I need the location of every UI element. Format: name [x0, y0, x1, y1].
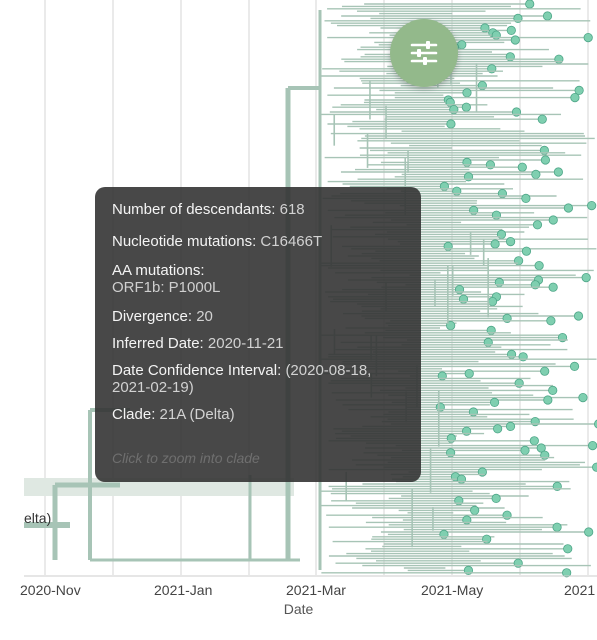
tip-node[interactable]	[536, 443, 546, 453]
tip-node[interactable]	[540, 366, 550, 376]
tip-node[interactable]	[505, 237, 516, 247]
tip-node[interactable]	[490, 239, 500, 249]
tip-node[interactable]	[584, 527, 594, 537]
descendants-label: Number of descendants:	[112, 201, 276, 218]
tip-node[interactable]	[543, 395, 553, 405]
tip-node[interactable]	[491, 493, 501, 503]
tip-node[interactable]	[505, 421, 516, 431]
descendants-value: 618	[279, 201, 305, 218]
inferred-date-label: Inferred Date:	[112, 335, 204, 352]
tip-node[interactable]	[548, 215, 558, 225]
tip-node[interactable]	[531, 169, 541, 179]
tip-node[interactable]	[521, 193, 531, 203]
divergence-label: Divergence:	[112, 308, 193, 325]
tip-node[interactable]	[493, 424, 503, 434]
tip-node[interactable]	[583, 32, 593, 43]
tip-node[interactable]	[532, 220, 543, 230]
tip-node[interactable]	[546, 316, 556, 326]
tip-node[interactable]	[570, 93, 580, 103]
tip-node[interactable]	[464, 368, 474, 379]
divergence-value: 20	[196, 308, 213, 325]
zoom-hint: Click to zoom into clade	[112, 450, 260, 466]
tip-node[interactable]	[563, 203, 574, 213]
tip-node[interactable]	[578, 392, 588, 403]
tip-node[interactable]	[470, 505, 480, 515]
tip-node[interactable]	[548, 282, 558, 292]
node-info-tooltip: Number of descendants: 618 Nucleotide mu…	[95, 187, 421, 482]
x-axis-title: Date	[283, 601, 314, 617]
tip-node[interactable]	[537, 114, 547, 124]
tip-node[interactable]	[521, 246, 532, 256]
aa-mutations-row: AA mutations: ORF1b: P1000L	[112, 262, 409, 296]
clade-label: elta)	[24, 510, 52, 526]
tip-node[interactable]	[461, 102, 471, 112]
tip-node[interactable]	[529, 436, 539, 446]
clade-row: Clade: 21A (Delta)	[112, 406, 409, 423]
divergence-row: Divergence: 20	[112, 308, 409, 325]
filter-button[interactable]	[390, 19, 458, 87]
tip-node[interactable]	[534, 260, 544, 271]
x-axis-tick: 2021-Mar	[286, 582, 346, 598]
sliders-icon	[410, 41, 438, 65]
tip-node[interactable]	[525, 0, 535, 9]
tip-node[interactable]	[562, 568, 572, 578]
clade-value: 21A (Delta)	[159, 406, 235, 423]
tip-node[interactable]	[517, 162, 527, 172]
descendants-row: Number of descendants: 618	[112, 201, 409, 218]
tip-node[interactable]	[542, 11, 553, 21]
aa-mutations-label: AA mutations:	[112, 262, 205, 279]
tip-node[interactable]	[540, 155, 551, 165]
aa-mutations-value: ORF1b: P1000L	[112, 279, 221, 296]
tip-node[interactable]	[581, 272, 591, 283]
tip-node[interactable]	[548, 385, 558, 395]
date-confidence-label: Date Confidence Interval:	[112, 362, 282, 379]
tip-node[interactable]	[506, 25, 516, 36]
tip-node[interactable]	[553, 167, 563, 177]
tip-node[interactable]	[563, 544, 573, 554]
date-confidence-value: (2020-08-18, 2021-02-19)	[112, 362, 372, 396]
tip-node[interactable]	[594, 419, 597, 429]
inferred-date-row: Inferred Date: 2020-11-21	[112, 335, 409, 352]
x-axis-tick: 2021	[564, 582, 596, 598]
tip-node[interactable]	[569, 361, 580, 371]
nucleotide-mutations-row: Nucleotide mutations: C16466T	[112, 233, 409, 250]
x-axis-tick: 2021-May	[421, 582, 484, 598]
x-axis-tick: 2021-Jan	[154, 582, 213, 598]
nucleotide-mutations-label: Nucleotide mutations:	[112, 233, 257, 250]
tip-node[interactable]	[588, 441, 597, 451]
tip-node[interactable]	[592, 462, 597, 472]
tip-node[interactable]	[573, 311, 584, 321]
tip-node[interactable]	[510, 35, 520, 45]
x-axis-tick: 2020-Nov	[20, 582, 81, 598]
date-confidence-row: Date Confidence Interval: (2020-08-18, 2…	[112, 362, 409, 396]
tip-node[interactable]	[574, 85, 584, 96]
tip-node[interactable]	[552, 522, 562, 532]
inferred-date-value: 2020-11-21	[207, 335, 284, 352]
tip-node[interactable]	[520, 445, 530, 455]
tip-node[interactable]	[489, 397, 500, 407]
tip-node[interactable]	[587, 201, 597, 211]
tip-node[interactable]	[462, 88, 472, 98]
clade-label-text: Clade:	[112, 406, 156, 423]
nucleotide-mutations-value: C16466T	[260, 233, 323, 250]
tip-node[interactable]	[446, 119, 456, 129]
